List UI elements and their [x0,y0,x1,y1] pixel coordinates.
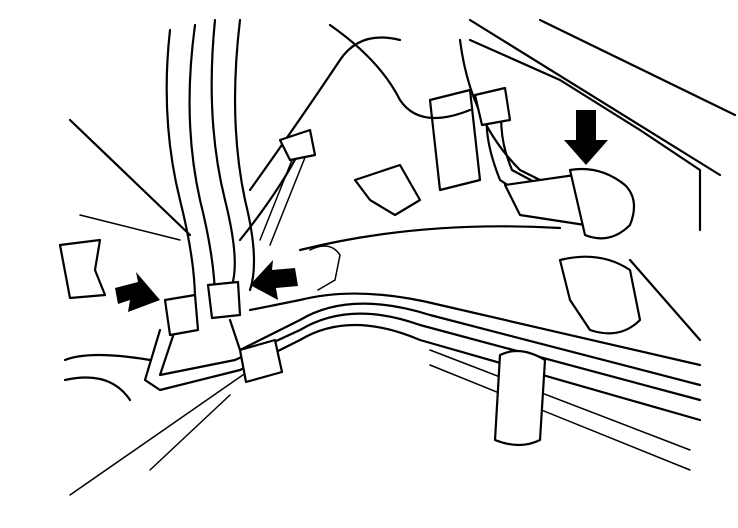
arrow-right-icon [115,272,160,312]
arrow-down-icon [564,110,608,165]
clamps [163,280,547,447]
hoses [165,18,636,302]
brake-lines [69,292,702,496]
arrows [115,110,608,312]
arrow-left-icon [250,260,298,300]
